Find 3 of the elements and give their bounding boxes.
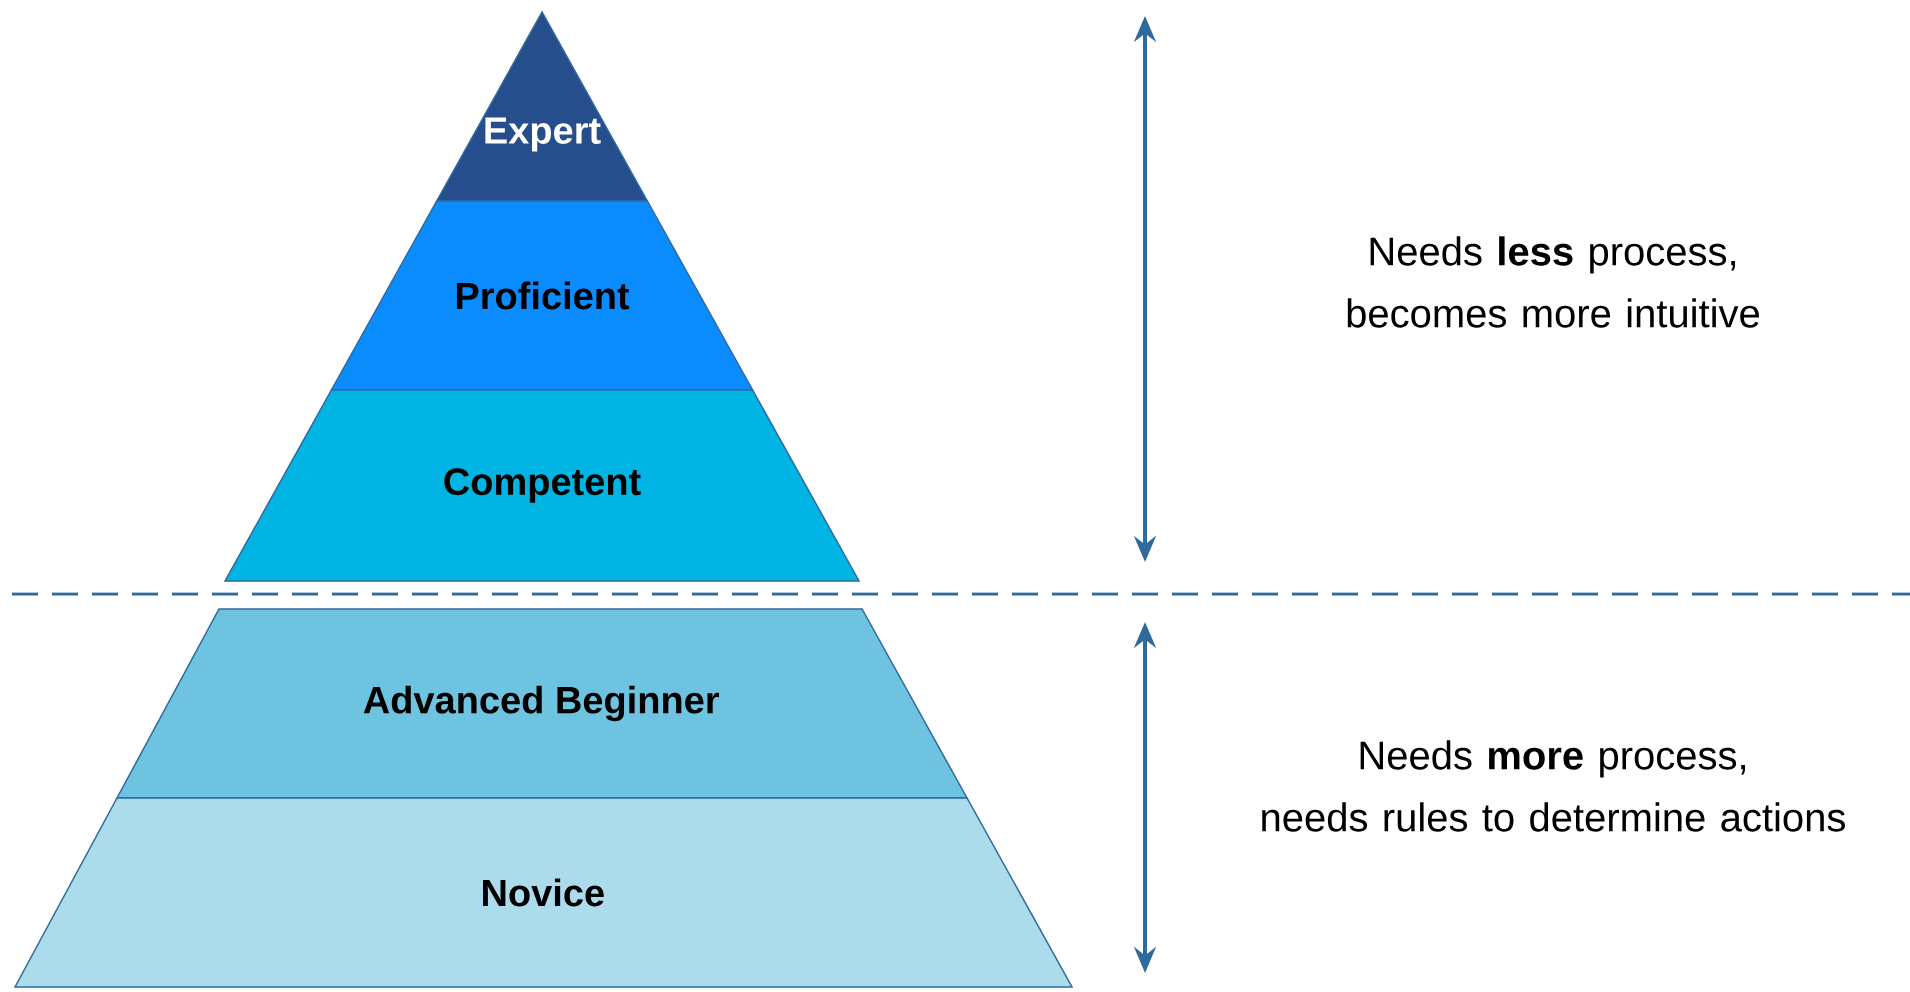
note-text: Needs less process, becomes more intuitive [1347, 236, 1759, 328]
pyramid-band: Proficient [330, 200, 754, 391]
note-text: Needs more process, needs rules to determine actions [1262, 740, 1845, 832]
